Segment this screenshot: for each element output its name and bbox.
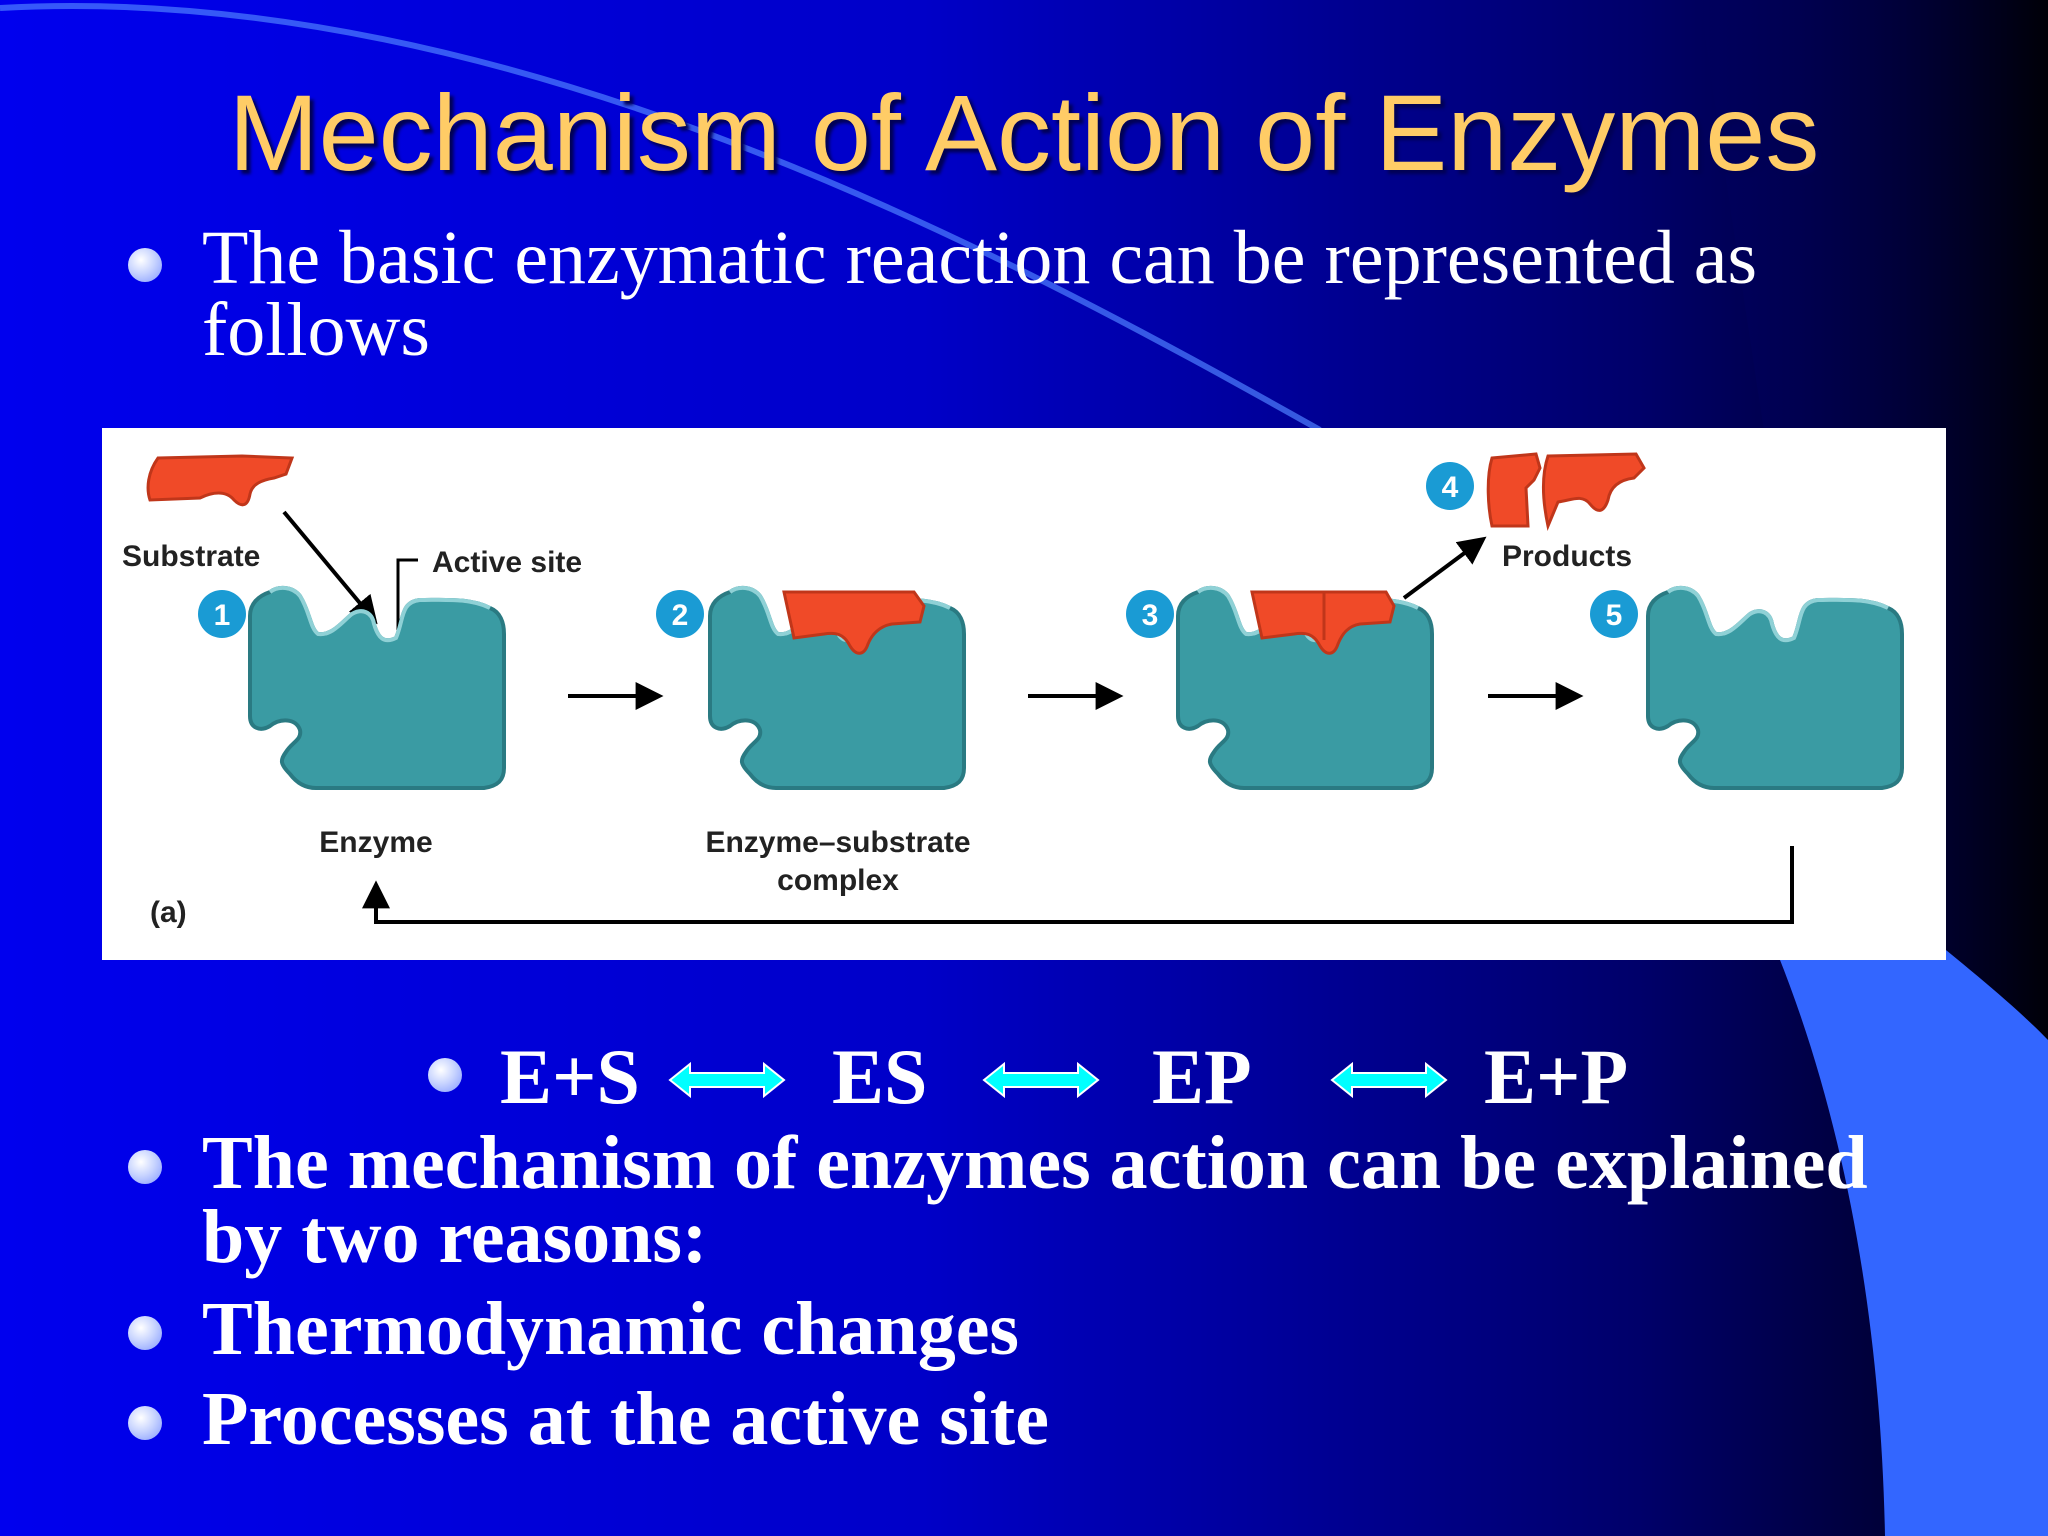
label-complex-line-1: Enzyme–substrate xyxy=(705,826,970,859)
enzyme-mechanism-figure: Substrate Active site 1 Enzyme 2 Enzyme–… xyxy=(102,428,1946,960)
bullet-icon xyxy=(128,248,162,282)
intro-line-1: The basic enzymatic reaction can be repr… xyxy=(202,216,1758,300)
product-release-arrow xyxy=(1402,536,1487,600)
step1-badge: 1 xyxy=(198,590,246,638)
thermo-text: Thermodynamic changes xyxy=(202,1287,1019,1371)
product-piece-2 xyxy=(1542,452,1646,532)
panel-label: (a) xyxy=(150,896,187,929)
equation-term-ep: EP xyxy=(1152,1033,1252,1120)
intro-line-2: follows xyxy=(202,288,430,372)
bullet-icon xyxy=(128,1406,162,1440)
equation-term-es-sum: E+S xyxy=(500,1033,640,1120)
intro-text: The basic enzymatic reaction can be repr… xyxy=(202,216,1758,372)
recycle-arrow xyxy=(362,846,1794,924)
bullet-icon xyxy=(128,1150,162,1184)
step4-badge: 4 xyxy=(1426,462,1474,510)
mechanism-line-2: by two reasons: xyxy=(202,1195,708,1279)
slide-title: Mechanism of Action of Enzymes xyxy=(228,72,1820,193)
label-substrate: Substrate xyxy=(122,540,260,573)
svg-text:3: 3 xyxy=(1142,599,1159,632)
step2-badge: 2 xyxy=(656,590,704,638)
bullet-icon xyxy=(428,1058,462,1092)
label-complex-line-2: complex xyxy=(777,864,899,897)
bullet-icon xyxy=(128,1316,162,1350)
step5-badge: 5 xyxy=(1590,590,1638,638)
svg-text:1: 1 xyxy=(214,599,231,632)
double-arrow-icon xyxy=(1330,1061,1448,1099)
label-enzyme: Enzyme xyxy=(319,826,432,859)
svg-text:4: 4 xyxy=(1442,471,1459,504)
product-piece-1 xyxy=(1486,452,1542,528)
double-arrow-icon xyxy=(982,1061,1100,1099)
substrate-shape xyxy=(146,454,295,507)
bound-substrate-2 xyxy=(782,590,926,655)
equation-term-ep-sum: E+P xyxy=(1484,1033,1629,1120)
mechanism-text: The mechanism of enzymes action can be e… xyxy=(202,1121,1868,1279)
equation-term-es: ES xyxy=(832,1033,928,1120)
enzyme-diagram: Substrate Active site 1 Enzyme 2 Enzyme–… xyxy=(122,452,1904,929)
svg-text:2: 2 xyxy=(672,599,689,632)
step3-badge: 3 xyxy=(1126,590,1174,638)
svg-text:5: 5 xyxy=(1606,599,1623,632)
enzyme-shape-5 xyxy=(1646,585,1904,790)
label-active-site: Active site xyxy=(432,546,582,579)
mechanism-line-1: The mechanism of enzymes action can be e… xyxy=(202,1121,1868,1205)
double-arrow-icon xyxy=(668,1061,786,1099)
substrate-arrow xyxy=(282,510,378,625)
enzyme-shape-1 xyxy=(248,585,506,790)
active-site-text: Processes at the active site xyxy=(202,1377,1049,1461)
label-products: Products xyxy=(1502,540,1632,573)
